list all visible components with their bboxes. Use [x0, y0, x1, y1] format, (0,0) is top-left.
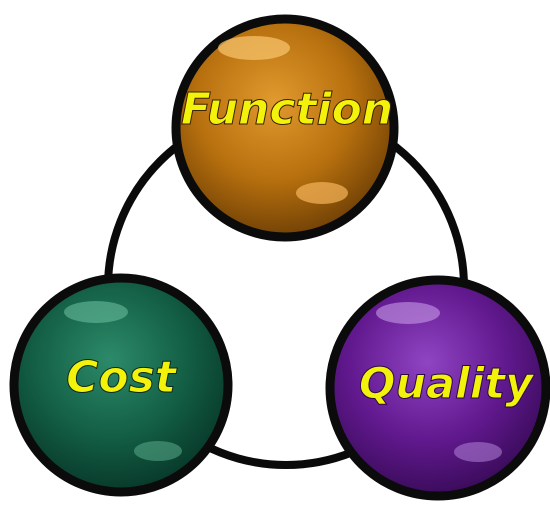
function-highlight-bottom	[296, 182, 348, 204]
function-label: Function	[181, 84, 393, 135]
node-quality: Quality	[325, 275, 550, 501]
cost-highlight-bottom	[134, 441, 182, 461]
function-sphere	[171, 14, 399, 242]
quality-sphere	[325, 275, 550, 501]
quality-highlight-top	[376, 302, 440, 324]
function-highlight-top	[218, 36, 290, 60]
node-cost: Cost	[9, 273, 233, 497]
cost-highlight-top	[64, 301, 128, 323]
quality-highlight-bottom	[454, 442, 502, 462]
cost-sphere	[9, 273, 233, 497]
node-function: Function	[171, 14, 399, 242]
cost-label: Cost	[66, 352, 178, 403]
quality-label: Quality	[359, 359, 535, 409]
